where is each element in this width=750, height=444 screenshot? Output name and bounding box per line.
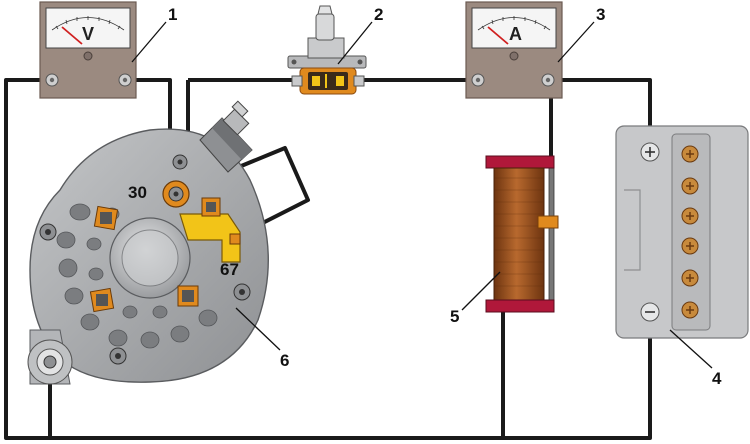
wire-voltmeter-to-ground (4, 78, 652, 440)
alternator (27, 100, 269, 385)
terminal-67-label: 67 (220, 260, 239, 279)
callout-6: 6 (280, 351, 289, 370)
alternator-bolts (39, 154, 251, 365)
rheostat-coil (493, 167, 545, 301)
ammeter-letter: A (509, 24, 522, 44)
voltmeter-needle (61, 26, 83, 45)
callout-leader-3 (557, 21, 595, 63)
rheostat-slider (537, 215, 559, 229)
ammeter-terminal-right (541, 73, 555, 87)
callout-leader-6 (235, 307, 281, 351)
rheostat-top-cap (485, 155, 555, 169)
callout-1: 1 (168, 5, 177, 24)
capacitor-with-stud (199, 100, 253, 173)
ammeter: A (465, 1, 563, 99)
wiring (4, 78, 652, 440)
battery (615, 125, 749, 339)
callout-4: 4 (712, 369, 722, 388)
voltmeter-terminal-right (118, 73, 132, 87)
callout-leader-4 (669, 329, 713, 369)
alternator-diode-mounts (89, 205, 199, 313)
callout-leader-2 (337, 21, 373, 65)
alternator-vent-holes (56, 203, 218, 349)
ammeter-terminal-left (471, 73, 485, 87)
voltmeter-dial (45, 7, 131, 49)
battery-plus-terminal (640, 142, 660, 162)
rheostat-bottom-cap (485, 299, 555, 313)
terminal-30-label: 30 (128, 183, 147, 202)
toggle-switch (287, 5, 367, 95)
battery-minus-terminal (640, 302, 660, 322)
ammeter-needle (487, 26, 509, 45)
callout-2: 2 (374, 5, 383, 24)
terminal-30 (162, 180, 190, 208)
battery-cell-caps (681, 145, 699, 319)
switch-lever (315, 13, 335, 41)
voltmeter: V (39, 1, 137, 99)
callout-leader-1 (131, 21, 167, 63)
voltmeter-terminal-left (45, 73, 59, 87)
voltage-regulator (179, 197, 241, 263)
rheostat (485, 155, 559, 313)
callout-5: 5 (450, 307, 459, 326)
voltmeter-letter: V (82, 24, 94, 44)
alternator-mount-ear (27, 339, 73, 385)
callouts: 1 2 3 4 5 6 (131, 5, 722, 388)
ammeter-dial (471, 7, 557, 49)
callout-3: 3 (596, 5, 605, 24)
callout-leader-5 (461, 271, 501, 311)
